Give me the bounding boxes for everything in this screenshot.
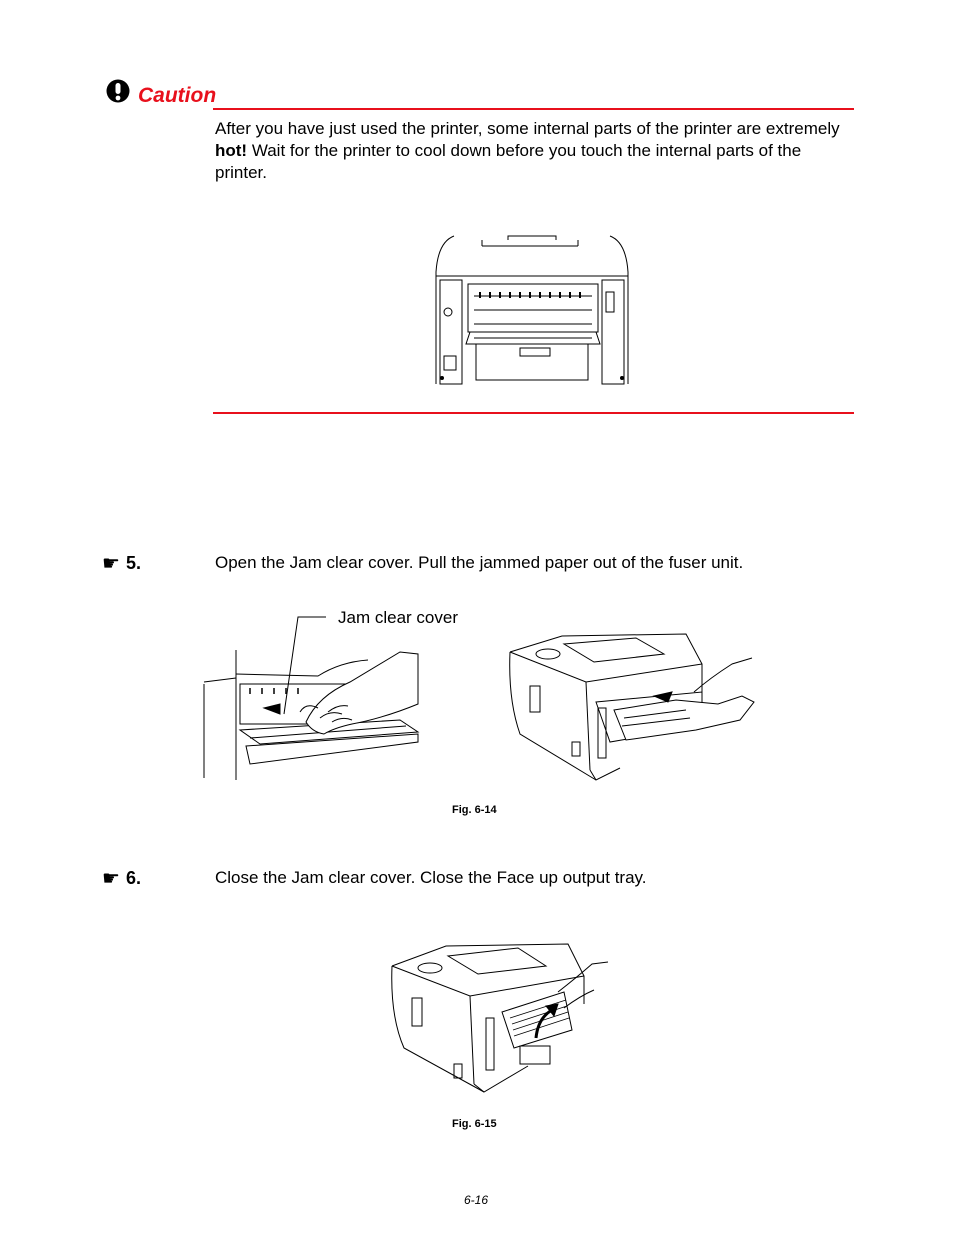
jam-clear-cover-callout: Jam clear cover [338, 608, 458, 627]
caution-exclamation-icon [106, 79, 130, 103]
jam-clear-cover-closeup-illustration [200, 612, 422, 784]
printer-rear-open-illustration [506, 630, 755, 782]
step-5-number: 5. [125, 553, 141, 573]
caution-text-bold: hot! [215, 141, 248, 160]
printer-close-cover-illustration [388, 938, 610, 1094]
caution-top-rule [213, 108, 854, 110]
step-6-marker: ☛ 6. [102, 868, 141, 889]
printer-rear-illustration [430, 232, 634, 385]
pointing-hand-icon: ☛ [102, 552, 120, 575]
step-5-text: Open the Jam clear cover. Pull the jamme… [215, 553, 744, 572]
step-6-text: Close the Jam clear cover. Close the Fac… [215, 868, 647, 887]
fig-6-14-caption: Fig. 6-14 [452, 804, 497, 816]
caution-bottom-rule [213, 412, 854, 414]
caution-text-after: Wait for the printer to cool down before… [215, 141, 802, 182]
caution-paragraph: After you have just used the printer, so… [215, 118, 845, 184]
step-5-marker: ☛ 5. [102, 553, 141, 574]
pointing-hand-icon: ☛ [102, 867, 120, 890]
caution-text-before: After you have just used the printer, so… [215, 119, 840, 138]
caution-title: Caution [138, 84, 217, 107]
step-6-number: 6. [125, 868, 141, 888]
fig-6-15-caption: Fig. 6-15 [452, 1118, 497, 1130]
page-number: 6-16 [464, 1193, 489, 1207]
